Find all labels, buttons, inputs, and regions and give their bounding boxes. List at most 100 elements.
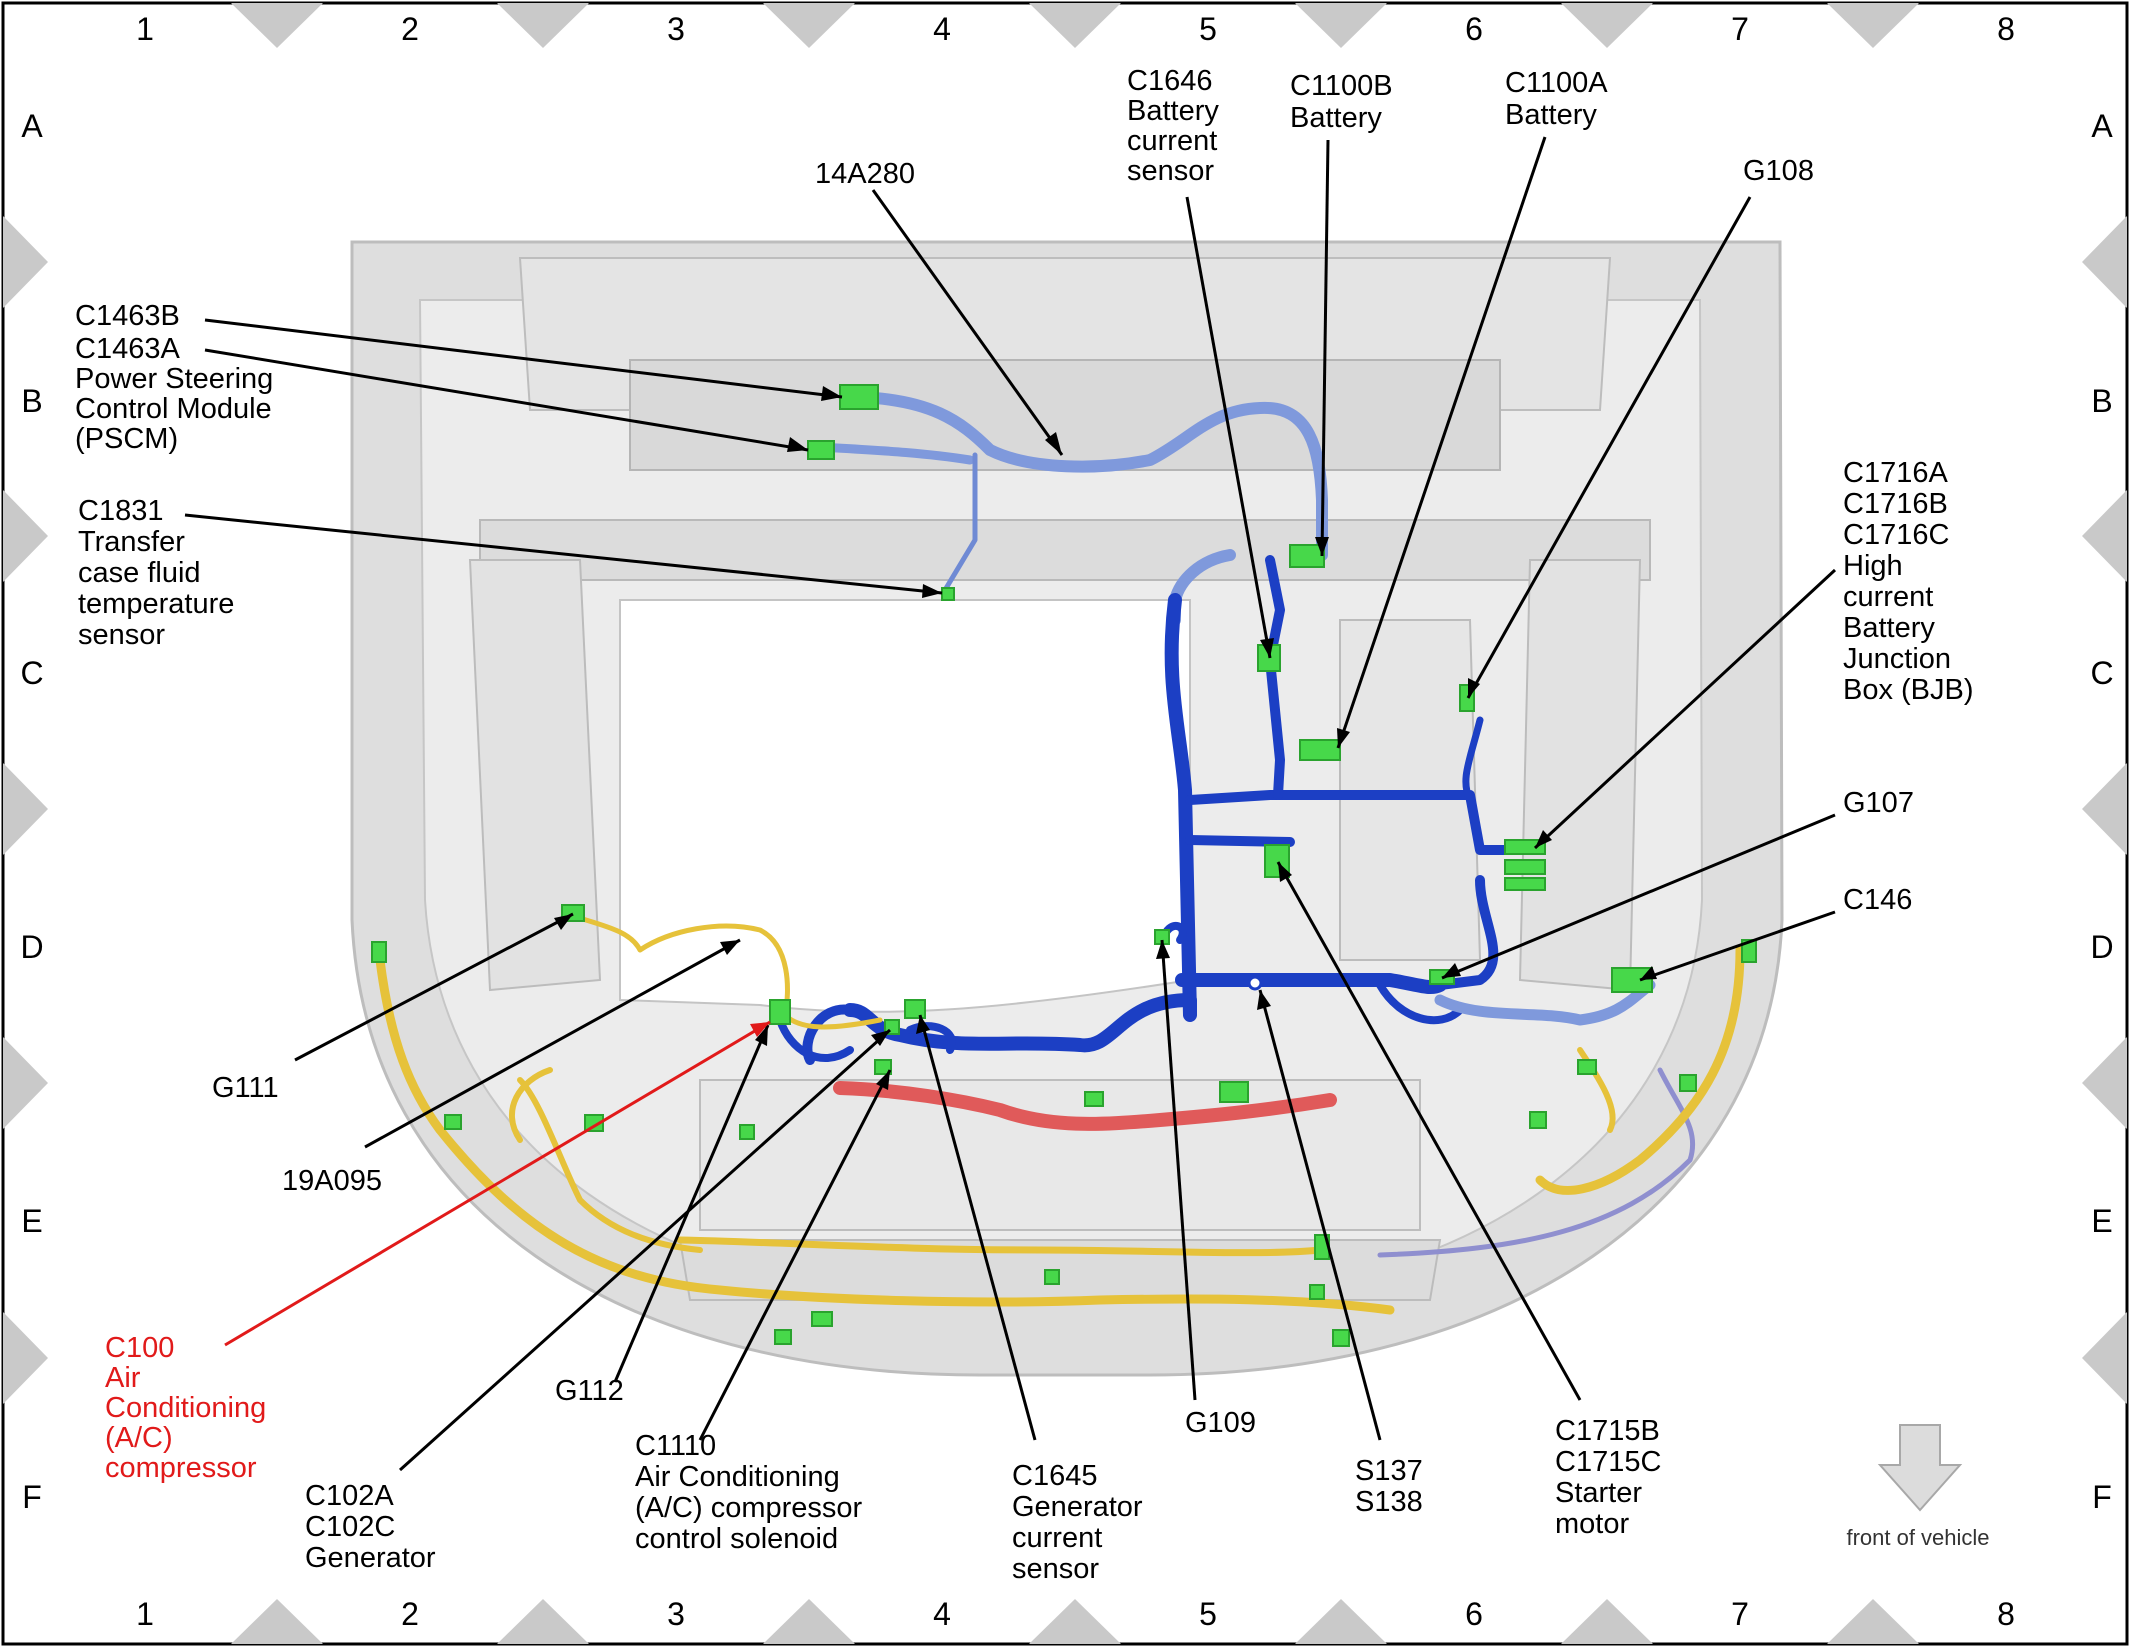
grid-col-label-bottom: 4 — [933, 1596, 951, 1632]
grid-row-label-left: C — [20, 655, 43, 691]
light-harness-upper — [854, 391, 1328, 561]
label-g111: G111 — [212, 1072, 279, 1104]
connector-c100 — [769, 999, 791, 1025]
label-c146: C146 — [1843, 884, 1912, 916]
leader-c1100b — [1320, 139, 1330, 557]
grid-row-label-left: F — [22, 1479, 42, 1515]
label-line: Air Conditioning — [635, 1461, 840, 1493]
label-line: Power Steering — [75, 363, 273, 395]
connector-left-4 — [739, 1124, 755, 1140]
grid-col-label-top: 8 — [1997, 11, 2015, 47]
leader-c1645 — [918, 1014, 1037, 1441]
leader-c102 — [398, 1028, 892, 1472]
grid-col-label-bottom: 2 — [401, 1596, 419, 1632]
label-line: C1100A — [1505, 67, 1608, 99]
grid-col-label-top: 4 — [933, 11, 951, 47]
label-line: C1463A — [75, 333, 180, 365]
leader-c1715 — [1276, 861, 1582, 1401]
leader-c1716 — [1533, 568, 1837, 850]
leader-c1646 — [1185, 196, 1272, 659]
grid-row-label-left: A — [21, 108, 43, 144]
label-line: High — [1843, 550, 1903, 582]
leader-g108 — [1466, 196, 1752, 699]
connectors — [371, 384, 1757, 1347]
connector-c146 — [1611, 967, 1653, 993]
grid-col-label-top: 2 — [401, 11, 419, 47]
leader-g109 — [1160, 939, 1197, 1401]
leader-c1463a — [204, 348, 809, 452]
label-line: Junction — [1843, 643, 1951, 675]
label-line: G108 — [1743, 155, 1814, 187]
harnesses — [375, 391, 1745, 1315]
connector-c1463b — [839, 384, 879, 410]
grid-col-label-bottom: 3 — [667, 1596, 685, 1632]
leader-19a095 — [364, 938, 741, 1149]
label-line: Battery — [1127, 95, 1219, 127]
connector-red-1 — [1219, 1081, 1249, 1103]
label-line: 14A280 — [815, 158, 915, 190]
connector-c1100a — [1299, 739, 1341, 761]
grid-row-label-right: B — [2091, 383, 2112, 419]
connector-g112 — [874, 1059, 892, 1075]
connector-right-2 — [1679, 1074, 1697, 1092]
label-line: sensor — [1012, 1553, 1099, 1585]
grid-col-label-top: 7 — [1731, 11, 1749, 47]
label-line: C102C — [305, 1511, 395, 1543]
connector-bottom-4 — [811, 1311, 833, 1327]
label-g107: G107 — [1843, 787, 1914, 819]
grid-row-label-left: D — [20, 929, 43, 965]
label-line: C1645 — [1012, 1460, 1097, 1492]
leader-c100 — [224, 1020, 771, 1347]
label-line: Air — [105, 1362, 141, 1394]
grid-col-label-top: 5 — [1199, 11, 1217, 47]
leader-c1463b — [204, 318, 843, 399]
label-line: (A/C) — [105, 1422, 173, 1454]
label-line: Battery — [1505, 99, 1597, 131]
connector-left-1 — [371, 941, 387, 963]
label-line: S137 — [1355, 1455, 1423, 1487]
label-line: current — [1127, 125, 1217, 157]
red-harness — [833, 1081, 1337, 1131]
label-line: G112 — [555, 1375, 624, 1407]
label-line: C1716C — [1843, 519, 1949, 551]
label-line: (A/C) compressor — [635, 1492, 863, 1524]
grid-col-label-top: 6 — [1465, 11, 1483, 47]
label-line: Battery — [1290, 102, 1382, 134]
connector-c1645 — [904, 999, 926, 1019]
label-line: compressor — [105, 1452, 257, 1484]
label-line: C146 — [1843, 884, 1912, 916]
label-line: current — [1843, 581, 1933, 613]
label-line: motor — [1555, 1508, 1629, 1540]
label-line: control solenoid — [635, 1523, 838, 1555]
label-line: C1716B — [1843, 488, 1948, 520]
grid-row-label-right: C — [2090, 655, 2113, 691]
label-line: current — [1012, 1522, 1102, 1554]
label-line: Control Module — [75, 393, 272, 425]
vehicle-frame — [350, 240, 1784, 1377]
label-line: C1716A — [1843, 457, 1948, 489]
label-line: Conditioning — [105, 1392, 266, 1424]
label-line: temperature — [78, 588, 234, 620]
leader-s137 — [1258, 989, 1382, 1441]
down-arrow-icon — [1877, 1424, 1963, 1512]
label-line: case fluid — [78, 557, 201, 589]
connector-bottom-5 — [774, 1329, 792, 1345]
arrowheads — [554, 386, 1657, 1090]
front-indicator: front of vehicle — [1846, 1424, 1990, 1550]
label-line: G111 — [212, 1072, 279, 1104]
connector-left-2 — [444, 1114, 462, 1130]
label-line: C1110 — [635, 1430, 716, 1462]
connector-right-1 — [1741, 939, 1757, 963]
label-line: Battery — [1843, 612, 1935, 644]
grid-col-label-bottom: 8 — [1997, 1596, 2015, 1632]
